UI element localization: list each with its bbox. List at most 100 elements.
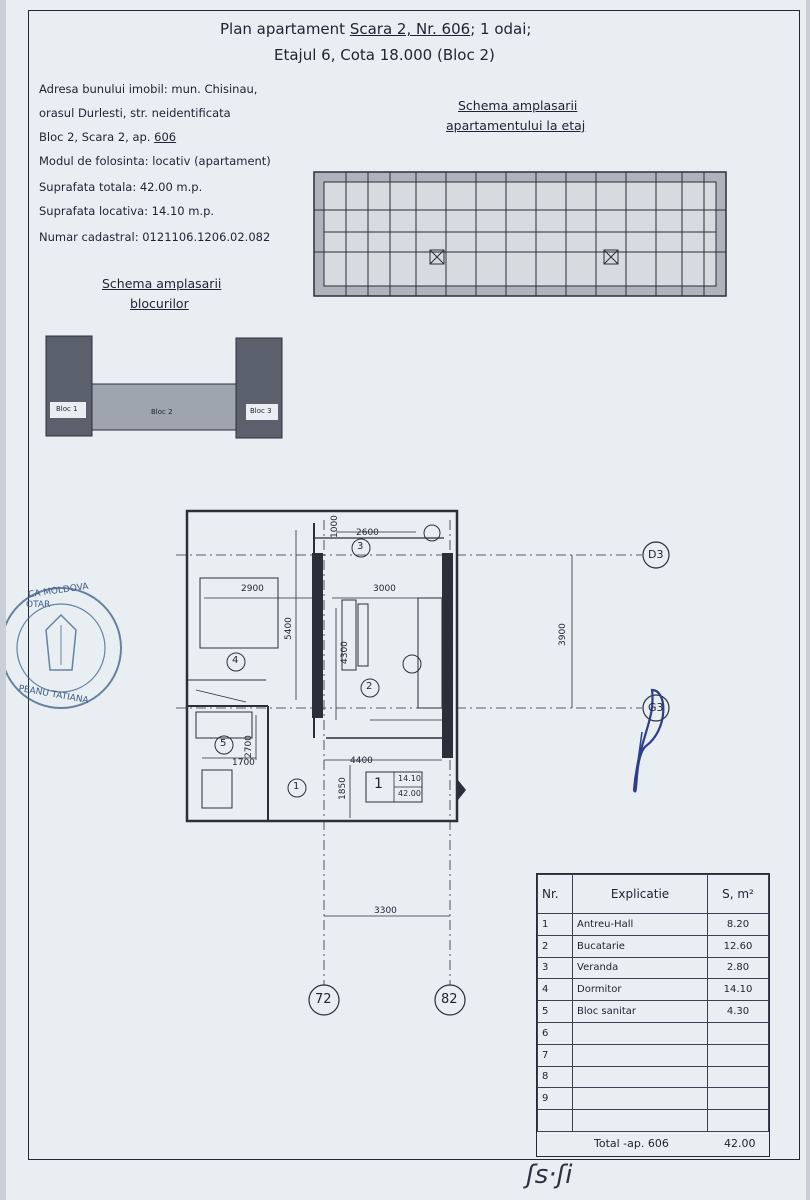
row-name: [572, 1109, 708, 1132]
row-name: Veranda: [572, 956, 708, 980]
row-nr: 2: [537, 934, 573, 958]
row-area: 12.60: [707, 934, 769, 958]
info-address-2: orasul Durlesti, str. neidentificata: [39, 106, 231, 120]
header-explicatie: Explicatie: [572, 874, 708, 914]
apartment-living-area: 14.10: [398, 774, 421, 783]
row-name: Bloc sanitar: [572, 1000, 708, 1023]
dim-1700: 1700: [232, 758, 255, 768]
apartment-number: 1: [374, 776, 383, 792]
row-name: Bucatarie: [572, 934, 708, 958]
row-name: Antreu-Hall: [572, 913, 708, 936]
dim-4400: 4400: [350, 756, 373, 766]
table-row: 6: [537, 1021, 769, 1045]
row-area: 14.10: [707, 978, 769, 1002]
dim-4300: 4300: [340, 641, 350, 664]
apartment-total-area: 42.00: [398, 789, 421, 798]
dim-2900: 2900: [241, 584, 264, 594]
row-nr: 1: [537, 913, 573, 936]
row-name: [572, 1065, 708, 1089]
row-area: [707, 1087, 769, 1111]
row-name: Dormitor: [572, 978, 708, 1002]
room-5-label: 5: [220, 738, 227, 749]
row-nr: 3: [537, 956, 573, 980]
table-total-label: Total -ap. 606: [594, 1137, 669, 1150]
row-area: [707, 1043, 769, 1067]
info-address-1: Adresa bunului imobil: mun. Chisinau,: [39, 82, 258, 96]
info-bloc: Bloc 2, Scara 2, ap. 606: [39, 130, 176, 144]
header-nr: Nr.: [537, 874, 573, 914]
floor-scheme: [313, 171, 727, 297]
info-living-area: Suprafata locativa: 14.10 m.p.: [39, 204, 215, 218]
table-row: [537, 1109, 769, 1132]
table-row: 9: [537, 1087, 769, 1111]
dim-3300: 3300: [374, 906, 397, 916]
bloc-2-label: Bloc 2: [151, 408, 173, 416]
info-total-area: Suprafata totala: 42.00 m.p.: [39, 180, 203, 194]
row-name: [572, 1087, 708, 1111]
axis-82: 82: [441, 992, 458, 1007]
row-nr: 8: [537, 1065, 573, 1089]
dim-3000: 3000: [373, 584, 396, 594]
row-name: [572, 1043, 708, 1067]
table-header-row: Nr. Explicatie S, m²: [537, 874, 769, 914]
row-nr: 5: [537, 1000, 573, 1023]
row-nr: 4: [537, 978, 573, 1002]
room-2-label: 2: [366, 681, 373, 692]
axis-g3: G3: [648, 701, 664, 714]
info-use-mode: Modul de folosinta: locativ (apartament): [39, 154, 271, 168]
floor-scheme-title-2: apartamentului la etaj: [446, 118, 586, 133]
info-cadastral: Numar cadastral: 0121106.1206.02.082: [39, 230, 271, 244]
title-underlined: Scara 2, Nr. 606: [349, 20, 471, 38]
row-area: [707, 1021, 769, 1045]
signature-mark: [632, 688, 665, 793]
title-prefix: Plan apartament: [220, 20, 346, 38]
table-row: 8: [537, 1065, 769, 1089]
bottom-signature: ʃs·ʃi: [526, 1160, 573, 1190]
row-nr: 7: [537, 1043, 573, 1067]
title-suffix: ; 1 odai;: [470, 20, 532, 38]
room-1-label: 1: [293, 781, 300, 792]
dim-5400: 5400: [284, 617, 294, 640]
dim-2700: 2700: [244, 735, 254, 758]
dim-2600: 2600: [356, 528, 379, 538]
row-area: 8.20: [707, 913, 769, 936]
header-area: S, m²: [707, 874, 769, 914]
row-area: 2.80: [707, 956, 769, 980]
bloc-3-label: Bloc 3: [250, 407, 272, 415]
blocks-scheme-title-1: Schema amplasarii: [102, 276, 222, 291]
row-area: [707, 1065, 769, 1089]
table-total-value: 42.00: [724, 1137, 756, 1150]
blocks-scheme-title-2: blocurilor: [130, 296, 189, 311]
info-apt-number: 606: [154, 130, 177, 144]
dim-1000: 1000: [330, 515, 340, 538]
floor-scheme-title-1: Schema amplasarii: [458, 98, 578, 113]
page-frame: [28, 10, 800, 1160]
room-4-label: 4: [232, 655, 239, 666]
notary-seal: [6, 587, 122, 709]
axis-72: 72: [315, 992, 332, 1007]
axis-d3: D3: [648, 548, 664, 561]
signature-tick: [633, 731, 643, 791]
info-bloc-text: Bloc 2, Scara 2, ap.: [39, 130, 151, 144]
document-page: Plan apartament Scara 2, Nr. 606; 1 odai…: [6, 0, 806, 1200]
apartment-plan: [176, 509, 670, 1016]
drawing-layer: [6, 171, 727, 1016]
page-title: Plan apartament Scara 2, Nr. 606; 1 odai…: [220, 20, 531, 38]
seal-text-2: OTAR: [26, 600, 51, 610]
bloc-1-label: Bloc 1: [56, 405, 78, 413]
blocks-scheme: [45, 335, 283, 439]
row-nr: 6: [537, 1021, 573, 1045]
dim-3900: 3900: [558, 623, 568, 646]
row-area: 4.30: [707, 1000, 769, 1023]
row-area: [707, 1109, 769, 1132]
page-subtitle: Etajul 6, Cota 18.000 (Bloc 2): [274, 46, 495, 64]
row-nr: 9: [537, 1087, 573, 1111]
room-3-label: 3: [357, 541, 364, 552]
dim-1850: 1850: [338, 777, 348, 800]
